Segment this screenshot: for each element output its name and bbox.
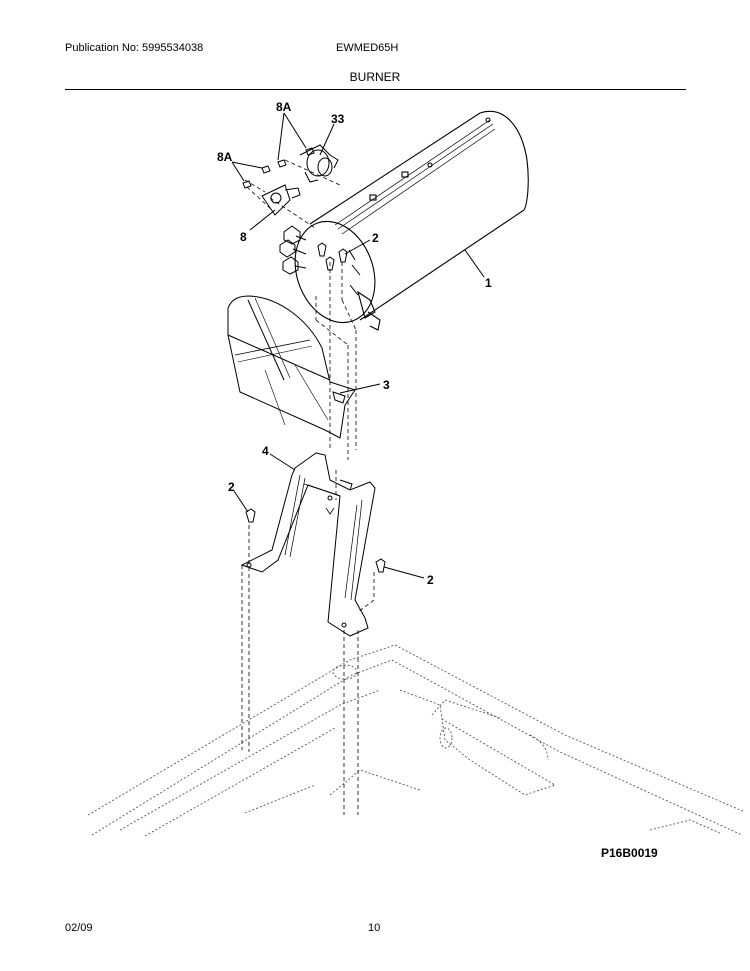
callout-1: 1	[485, 276, 492, 290]
callout-2-right: 2	[427, 573, 434, 587]
page-number: 10	[368, 922, 381, 934]
igniter-assembly	[279, 225, 307, 275]
leader-lines	[231, 112, 485, 579]
callout-2-top: 2	[372, 231, 379, 245]
header-divider	[65, 89, 686, 90]
callout-3: 3	[383, 378, 390, 392]
callout-4: 4	[262, 444, 269, 458]
part-4-bracket	[240, 452, 376, 637]
callout-8A-left: 8A	[217, 150, 233, 164]
callout-33: 33	[331, 112, 345, 126]
part-8-flame-sensor	[261, 184, 301, 216]
part-2-screws-bracket	[245, 508, 386, 573]
part-3-heat-shield	[227, 295, 356, 439]
part-2-screws-housing	[317, 242, 348, 271]
callout-8A-top: 8A	[276, 100, 292, 114]
part-8A-screws	[242, 147, 315, 189]
publication-number: Publication No: 5995534038	[65, 42, 204, 54]
footer-date: 02/09	[65, 922, 93, 934]
part-1-burner-housing	[294, 110, 529, 331]
callout-2-left: 2	[228, 480, 235, 494]
model-number: EWMED65H	[336, 42, 399, 54]
cabinet-base-outline	[87, 644, 746, 837]
section-title: BURNER	[349, 70, 401, 84]
part-33-thermal-fuse	[299, 144, 339, 183]
figure-code: P16B0019	[601, 846, 658, 860]
callout-8: 8	[240, 230, 247, 244]
